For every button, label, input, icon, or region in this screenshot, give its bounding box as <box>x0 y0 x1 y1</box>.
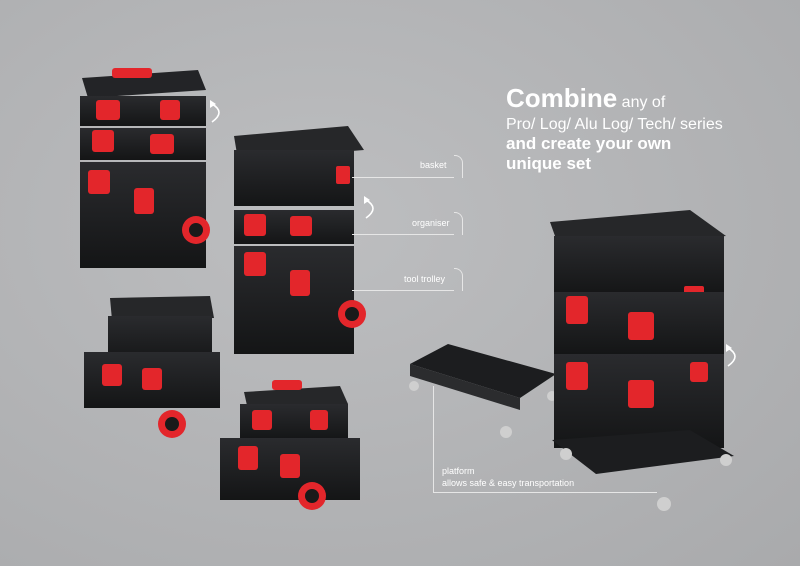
stacked-toolbox-trolley-left <box>80 68 220 268</box>
headline-series: Pro/ Log/ Alu Log/ Tech/ series <box>506 115 723 133</box>
label-platform: platform <box>442 466 475 476</box>
headline-line-1: Combine any of <box>506 83 723 114</box>
label-tool-trolley: tool trolley <box>404 274 446 284</box>
transport-platform <box>409 344 557 438</box>
label-basket: basket <box>420 160 447 170</box>
callout-base-platform <box>433 492 657 493</box>
low-trolley-with-basket <box>84 296 220 438</box>
headline-line-3: and create your own <box>506 134 672 154</box>
callout-line-platform <box>433 386 434 492</box>
label-platform-description: allows safe & easy transportation <box>442 478 575 488</box>
callout-bracket-organiser <box>454 212 463 235</box>
stacked-basket-trolley-center <box>234 126 374 354</box>
callout-bracket-tool-trolley <box>454 268 463 291</box>
label-organiser: organiser <box>412 218 450 228</box>
stacked-boxes-on-platform-right <box>550 210 736 511</box>
callout-line-organiser <box>352 234 454 235</box>
low-trolley-with-toolbox <box>220 380 360 510</box>
headline-word: Combine <box>506 83 618 113</box>
headline-line-4: unique set <box>506 153 592 173</box>
callout-line-tool-trolley <box>352 290 454 291</box>
callout-bracket-basket <box>454 155 463 178</box>
callout-line-basket <box>352 177 454 178</box>
headline: Combine any of Pro/ Log/ Alu Log/ Tech/ … <box>506 83 723 173</box>
headline-rest: any of <box>617 94 666 111</box>
